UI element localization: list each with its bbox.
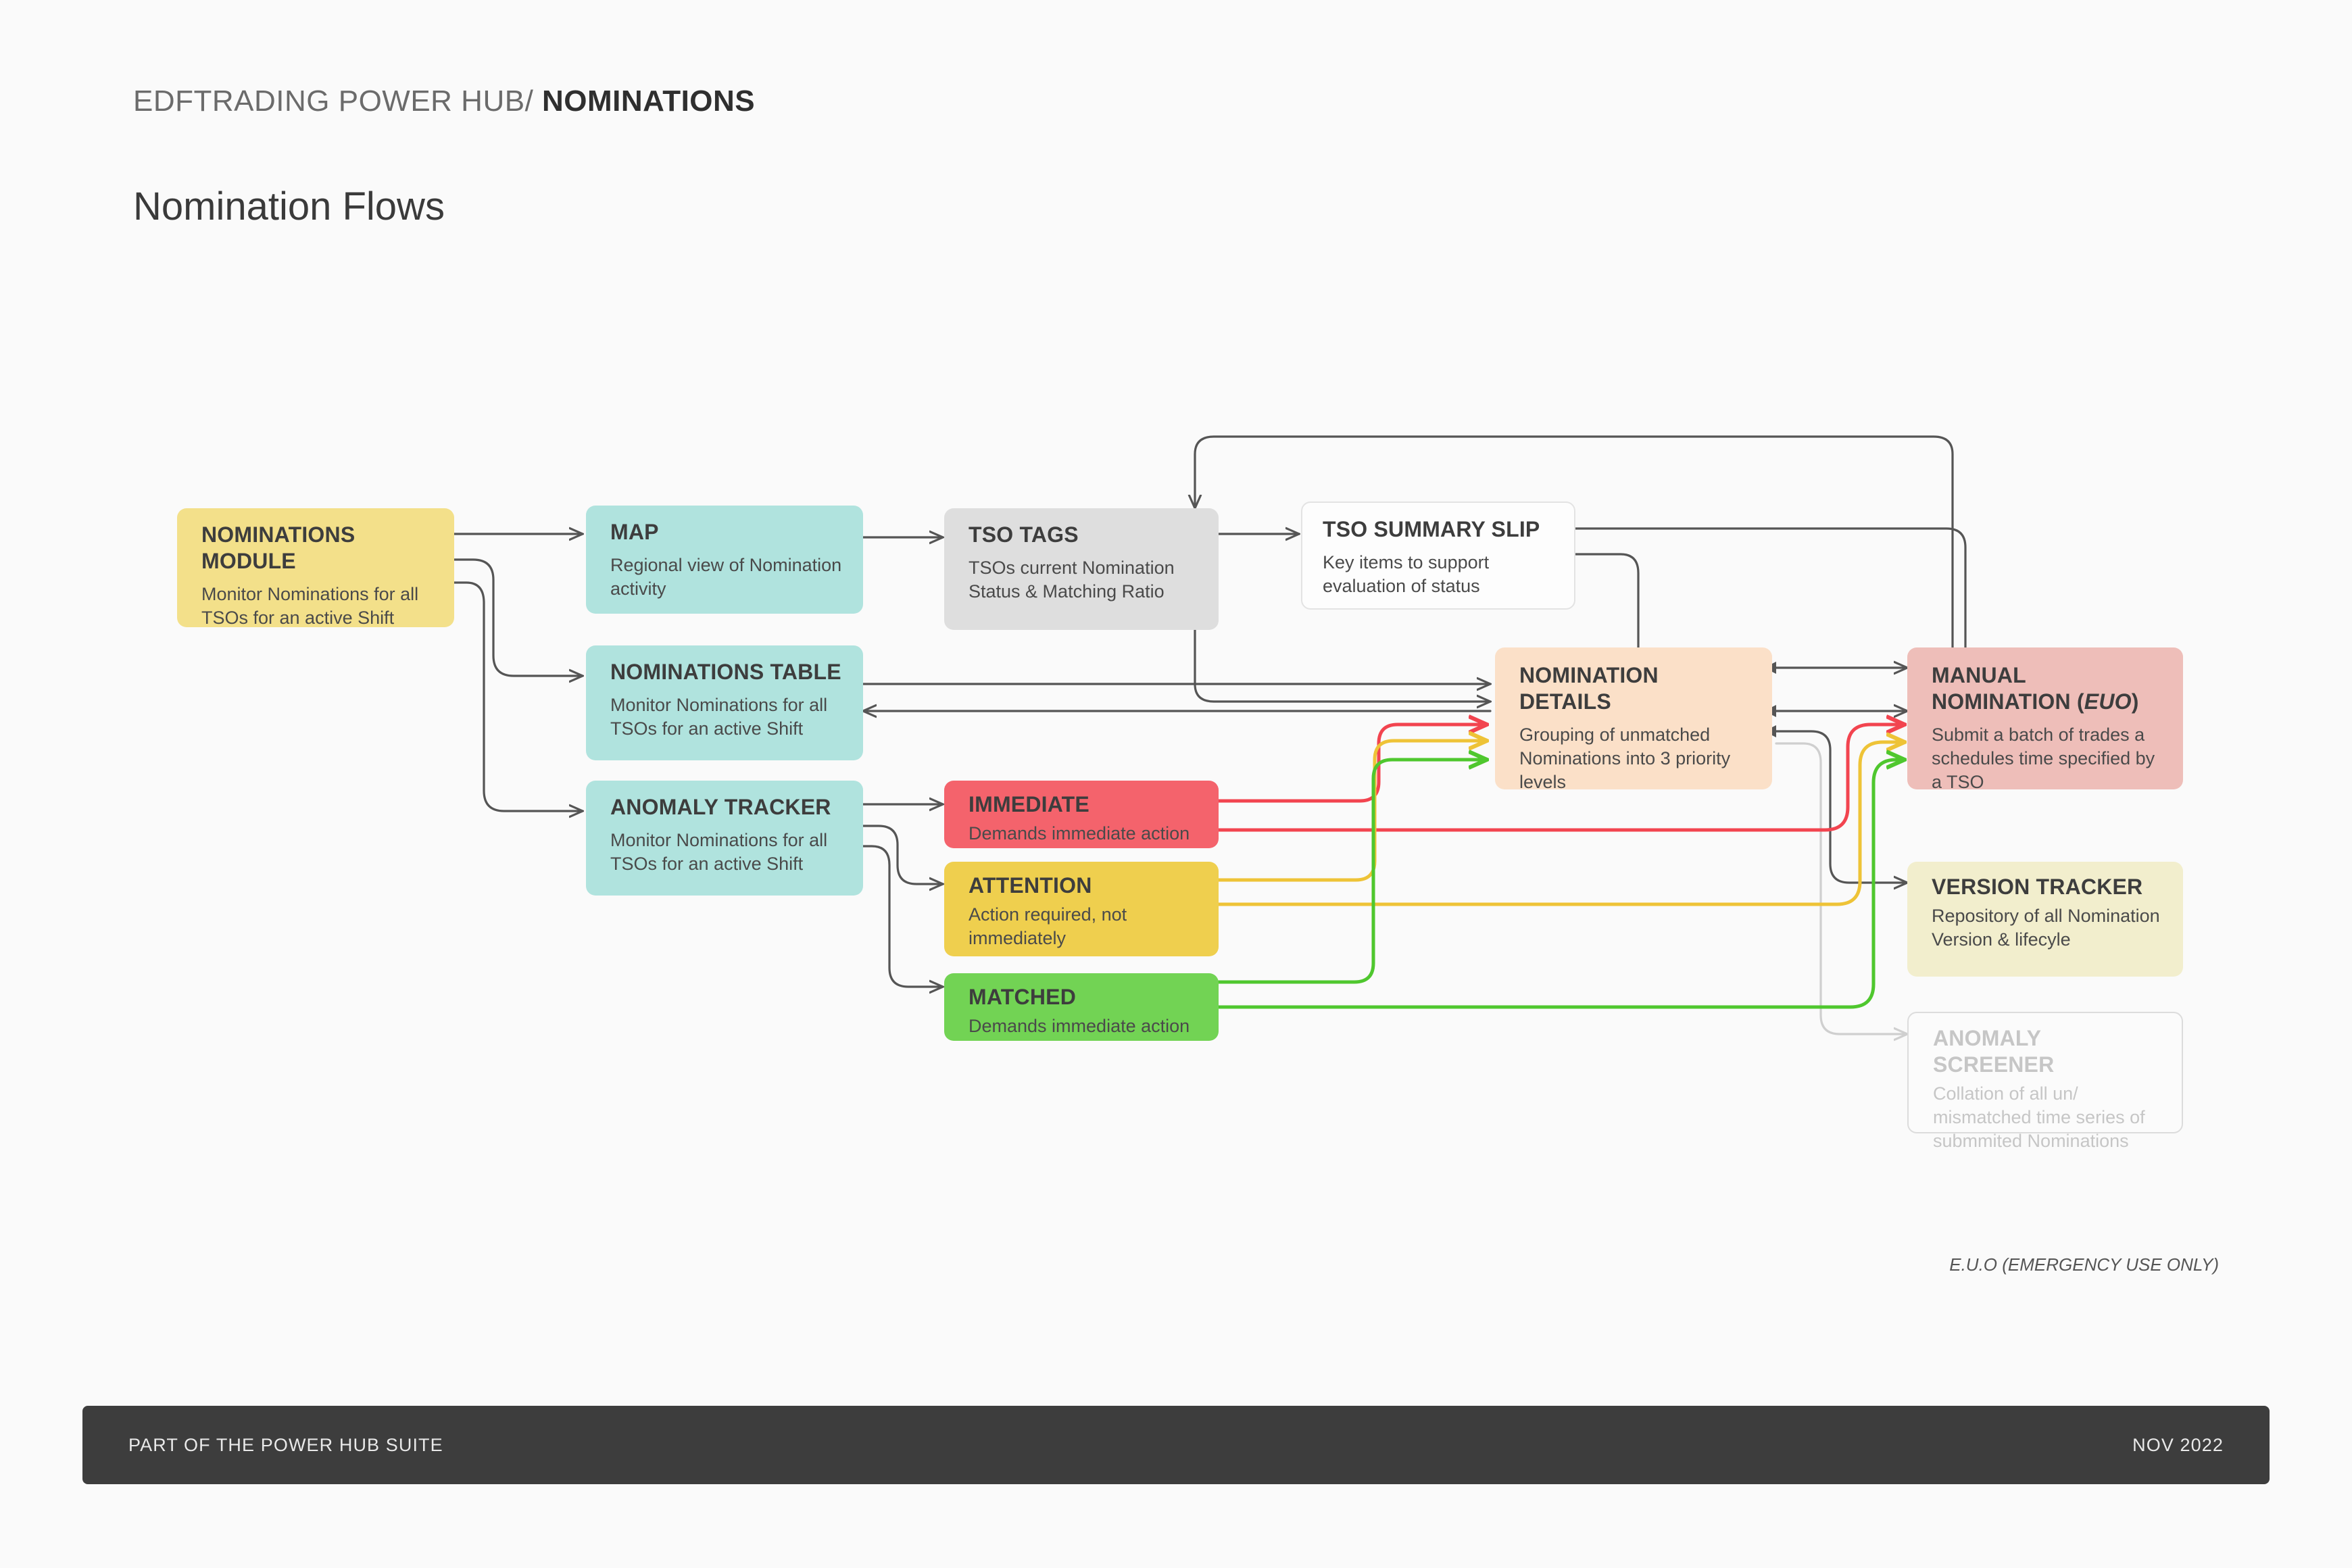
node-anomaly-tracker[interactable]: ANOMALY TRACKER Monitor Nominations for … [586, 781, 863, 896]
node-description: Collation of all un/ mismatched time ser… [1933, 1083, 2145, 1152]
node-immediate[interactable]: IMMEDIATE Demands immediate action [944, 781, 1219, 848]
page-title: Nomination Flows [133, 185, 445, 228]
node-description: Monitor Nominations for all TSOs for an … [610, 830, 828, 875]
node-version-tracker[interactable]: VERSION TRACKER Repository of all Nomina… [1907, 862, 2183, 977]
wires-faint [1775, 742, 1907, 1034]
breadcrumb-current: NOMINATIONS [542, 84, 756, 118]
node-title-part2: ) [2131, 689, 2139, 714]
euo-legend-note: E.U.O (EMERGENCY USE ONLY) [1949, 1254, 2219, 1275]
wires-matched [1216, 760, 1905, 1009]
node-description: Demands immediate action [969, 1016, 1190, 1037]
node-description: Regional view of Nomination activity [610, 555, 842, 599]
breadcrumb-prefix: EDFTRADING POWER HUB/ [133, 84, 543, 118]
breadcrumb: EDFTRADING POWER HUB/ NOMINATIONS [133, 84, 755, 118]
node-matched[interactable]: MATCHED Demands immediate action [944, 973, 1219, 1041]
node-map[interactable]: MAP Regional view of Nomination activity [586, 506, 863, 614]
node-description: Key items to support evaluation of statu… [1323, 552, 1490, 597]
node-title: MATCHED [969, 985, 1077, 1009]
node-title: TSO SUMMARY SLIP [1323, 517, 1540, 541]
node-title: NOMINATION DETAILS [1519, 663, 1659, 714]
node-title: ATTENTION [969, 873, 1092, 898]
node-title: NOMINATIONS MODULE [201, 522, 356, 574]
node-description: Monitor Nominations for all TSOs for an … [610, 695, 828, 739]
node-title: ANOMALY SCREENER [1933, 1026, 2055, 1077]
node-title: NOMINATIONS TABLE [610, 660, 841, 684]
node-title: MANUAL NOMINATION (EUO) [1932, 662, 2167, 715]
footer-bar: PART OF THE POWER HUB SUITE NOV 2022 [82, 1406, 2270, 1484]
node-nominations-module[interactable]: NOMINATIONS MODULE Monitor Nominations f… [177, 508, 454, 629]
node-tso-summary-slip[interactable]: TSO SUMMARY SLIP Key items to support ev… [1301, 501, 1575, 610]
node-description: Submit a batch of trades a schedules tim… [1932, 725, 2155, 793]
node-title: VERSION TRACKER [1932, 875, 2143, 899]
node-nomination-details[interactable]: NOMINATION DETAILS Grouping of unmatched… [1495, 647, 1772, 792]
node-title-emphasis: EUO [2084, 689, 2132, 714]
node-title: MAP [610, 520, 659, 544]
node-attention[interactable]: ATTENTION Action required, not immediate… [944, 862, 1219, 956]
node-title: IMMEDIATE [969, 792, 1089, 816]
footer-left-text: PART OF THE POWER HUB SUITE [128, 1434, 443, 1455]
node-title: TSO TAGS [969, 522, 1079, 547]
node-manual-nomination[interactable]: MANUAL NOMINATION (EUO) Submit a batch o… [1907, 647, 2183, 792]
node-description: Repository of all Nomination Version & l… [1932, 906, 2160, 950]
node-description: Demands immediate action [969, 823, 1190, 844]
node-title: ANOMALY TRACKER [610, 795, 831, 819]
node-title-part1: MANUAL NOMINATION ( [1932, 663, 2084, 714]
node-tso-tags[interactable]: TSO TAGS TSOs current Nomination Status … [944, 508, 1219, 630]
node-anomaly-screener[interactable]: ANOMALY SCREENER Collation of all un/ mi… [1907, 1012, 2183, 1151]
node-nominations-table[interactable]: NOMINATIONS TABLE Monitor Nominations fo… [586, 645, 863, 760]
node-description: Monitor Nominations for all TSOs for an … [201, 584, 419, 629]
node-description: TSOs current Nomination Status & Matchin… [969, 558, 1175, 602]
node-description: Grouping of unmatched Nominations into 3… [1519, 725, 1731, 793]
footer-right-date: NOV 2022 [2132, 1434, 2224, 1455]
node-description: Action required, not immediately [969, 904, 1127, 949]
